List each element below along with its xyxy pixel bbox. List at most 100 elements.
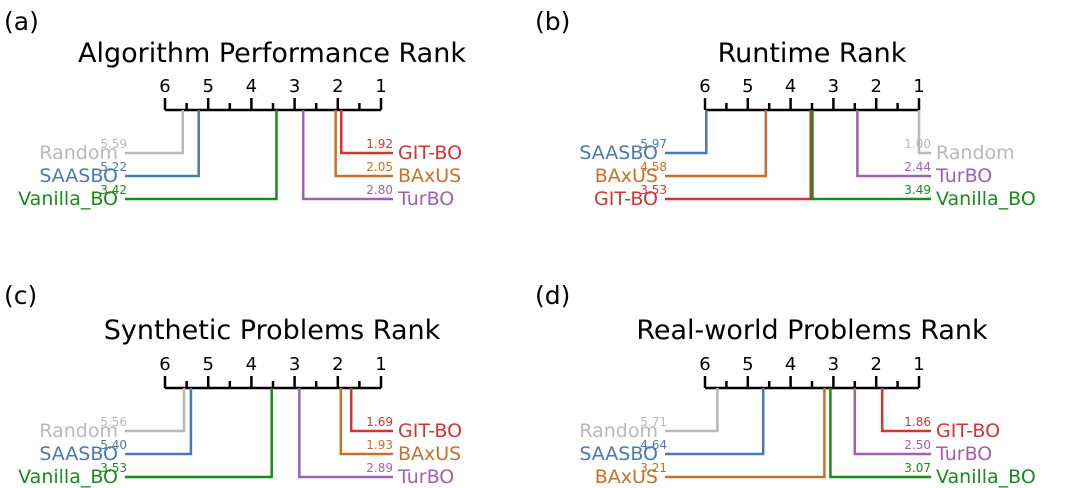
algorithm-name: BAxUS xyxy=(595,466,658,488)
rank-line-baxus xyxy=(665,110,768,178)
algorithm-name: TurBO xyxy=(397,188,454,210)
algorithm-name: Vanilla_BO xyxy=(18,466,118,488)
rank-value: 3.07 xyxy=(904,461,931,475)
rank-value: 2.50 xyxy=(904,438,931,452)
algorithm-name: TurBO xyxy=(397,466,454,488)
rank-value: 1.00 xyxy=(904,137,931,151)
rank-value: 5.97 xyxy=(640,137,667,151)
tick-label: 1 xyxy=(375,354,386,375)
tick-label: 1 xyxy=(913,354,924,375)
algorithm-name: Vanilla_BO xyxy=(936,188,1036,210)
panel-label: (c) xyxy=(4,281,37,310)
cd-panel-b: (b) Runtime Rank 6 5 4 3 2 1 5.97SAASBO4.58BAxUS… xyxy=(535,7,1036,210)
rank-line-baxus xyxy=(665,388,826,479)
rank-line-saasbo xyxy=(125,388,193,456)
rank-line-vanilla-bo xyxy=(811,110,931,201)
tick-label: 6 xyxy=(159,76,170,97)
tick-label: 1 xyxy=(375,76,386,97)
rank-line-random xyxy=(917,110,931,155)
rank-value: 5.59 xyxy=(100,137,127,151)
rank-line-random xyxy=(665,388,719,433)
tick-label: 3 xyxy=(289,76,300,97)
chart-title: Runtime Rank xyxy=(718,38,907,69)
rank-value: 1.69 xyxy=(366,415,393,429)
algorithm-name: Vanilla_BO xyxy=(18,188,118,210)
tick-label: 4 xyxy=(785,354,796,375)
tick-label: 6 xyxy=(699,76,710,97)
rank-value: 5.71 xyxy=(640,415,667,429)
rank-value: 4.58 xyxy=(640,160,667,174)
rank-line-saasbo xyxy=(665,110,708,155)
algorithm-name: GIT-BO xyxy=(936,420,1000,442)
chart-title: Algorithm Performance Rank xyxy=(78,38,466,69)
algorithm-name: SAASBO xyxy=(579,142,658,164)
algorithm-name: SAASBO xyxy=(579,443,658,465)
rank-line-vanilla-bo xyxy=(125,388,273,479)
panel-label: (a) xyxy=(4,7,39,36)
tick-label: 6 xyxy=(699,354,710,375)
rank-line-turbo xyxy=(856,110,931,178)
rank-line-vanilla-bo xyxy=(125,110,278,201)
tick-label: 2 xyxy=(870,354,881,375)
tick-label: 6 xyxy=(159,354,170,375)
algorithm-name: GIT-BO xyxy=(398,142,462,164)
tick-label: 2 xyxy=(332,76,343,97)
rank-value: 1.93 xyxy=(366,438,393,452)
algorithm-name: GIT-BO xyxy=(594,188,658,210)
rank-value: 5.22 xyxy=(100,160,127,174)
rank-line-vanilla-bo xyxy=(829,388,931,479)
tick-label: 1 xyxy=(913,76,924,97)
rank-value: 2.80 xyxy=(366,183,393,197)
tick-label: 5 xyxy=(742,354,753,375)
tick-label: 3 xyxy=(828,354,839,375)
panel-label: (b) xyxy=(535,7,570,36)
rank-value: 1.92 xyxy=(366,137,393,151)
tick-label: 5 xyxy=(202,354,213,375)
tick-label: 3 xyxy=(828,76,839,97)
tick-label: 4 xyxy=(246,76,257,97)
algorithm-name: TurBO xyxy=(935,443,992,465)
rank-line-git-bo xyxy=(665,110,812,201)
algorithm-name: BAxUS xyxy=(398,443,461,465)
rank-value: 3.53 xyxy=(100,461,127,475)
tick-label: 4 xyxy=(785,76,796,97)
tick-label: 3 xyxy=(289,354,300,375)
rank-line-git-bo xyxy=(880,388,931,433)
tick-label: 5 xyxy=(202,76,213,97)
algorithm-name: SAASBO xyxy=(39,443,118,465)
rank-value: 2.89 xyxy=(366,461,393,475)
algorithm-name: Random xyxy=(579,420,658,442)
rank-line-turbo xyxy=(298,388,393,479)
panel-label: (d) xyxy=(535,281,570,310)
algorithm-name: Random xyxy=(39,142,118,164)
rank-value: 3.21 xyxy=(640,461,667,475)
rank-value: 1.86 xyxy=(904,415,931,429)
tick-label: 4 xyxy=(246,354,257,375)
algorithm-name: BAxUS xyxy=(398,165,461,187)
rank-value: 2.44 xyxy=(904,160,931,174)
rank-line-saasbo xyxy=(125,110,200,178)
rank-value: 3.53 xyxy=(640,183,667,197)
chart-title: Synthetic Problems Rank xyxy=(104,315,441,346)
rank-value: 4.64 xyxy=(640,438,667,452)
algorithm-name: Random xyxy=(936,142,1015,164)
rank-line-turbo xyxy=(301,110,393,201)
rank-value: 5.56 xyxy=(100,415,127,429)
algorithm-name: GIT-BO xyxy=(398,420,462,442)
algorithm-name: TurBO xyxy=(935,165,992,187)
algorithm-name: SAASBO xyxy=(39,165,118,187)
tick-label: 2 xyxy=(870,76,881,97)
rank-value: 5.40 xyxy=(100,438,127,452)
tick-label: 5 xyxy=(742,76,753,97)
rank-line-baxus xyxy=(339,388,393,456)
rank-value: 3.49 xyxy=(904,183,931,197)
algorithm-name: Vanilla_BO xyxy=(936,466,1036,488)
algorithm-name: Random xyxy=(39,420,118,442)
rank-line-baxus xyxy=(334,110,393,178)
rank-line-random xyxy=(125,110,184,155)
rank-line-saasbo xyxy=(665,388,765,456)
algorithm-name: BAxUS xyxy=(595,165,658,187)
cd-panel-a: (a) Algorithm Performance Rank 6 5 4 3 2 1 5.59R… xyxy=(4,7,466,210)
